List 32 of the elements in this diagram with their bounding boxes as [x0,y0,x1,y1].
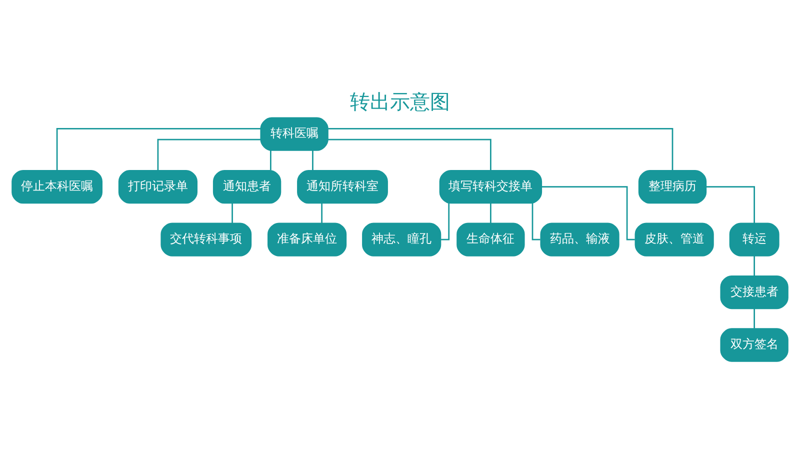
connector [270,150,272,170]
connector [157,138,261,170]
node-box: 双方签名 [720,328,788,362]
node-box: 生命体征 [456,222,525,256]
connector [312,150,314,170]
node-box: 药品、输液 [540,222,620,256]
connector [232,203,233,223]
node-box: 整理病历 [638,170,707,204]
connector [441,203,450,240]
connector [754,308,755,328]
connector [706,186,755,224]
connector [328,138,492,170]
connector [542,186,635,240]
diagram-title: 转出示意图 [350,89,450,114]
node-box: 通知患者 [212,170,282,204]
node-box: 打印记录单 [118,170,198,204]
node-box: 转运 [729,222,780,256]
connector [532,203,540,240]
connector [56,128,261,170]
connector [321,203,322,223]
connector [754,256,755,276]
node-box: 神志、瞳孔 [362,222,442,256]
node-box: 交接患者 [720,275,788,310]
node-box: 转科医嘱 [260,117,328,151]
node-box: 交代转科事项 [160,222,252,256]
node-box: 填写转科交接单 [439,170,542,204]
node-box: 停止本科医嘱 [12,170,102,204]
connector [490,203,492,223]
node-box: 皮肤、管道 [634,222,714,256]
connector [328,128,674,170]
node-box: 通知所转科室 [297,170,388,204]
node-box: 准备床单位 [268,222,347,256]
